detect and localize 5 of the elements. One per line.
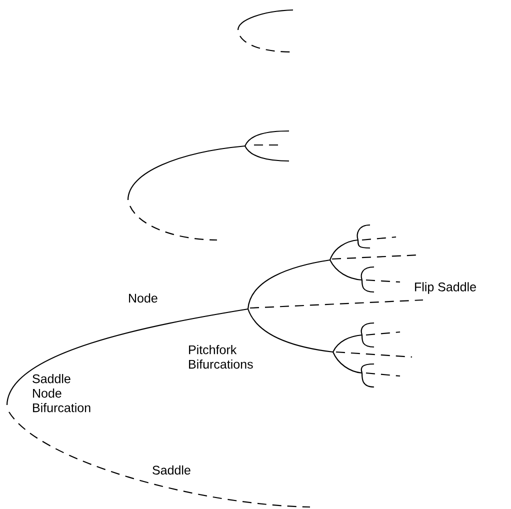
curve-label: Saddle — [152, 465, 190, 475]
curve-label: Pitchfork Bifurcations — [189, 345, 253, 369]
curve-label: Node — [129, 293, 158, 303]
curve-label: Flip Saddle — [415, 282, 476, 294]
curve-label: Saddle Node Bifurcation — [32, 374, 90, 412]
